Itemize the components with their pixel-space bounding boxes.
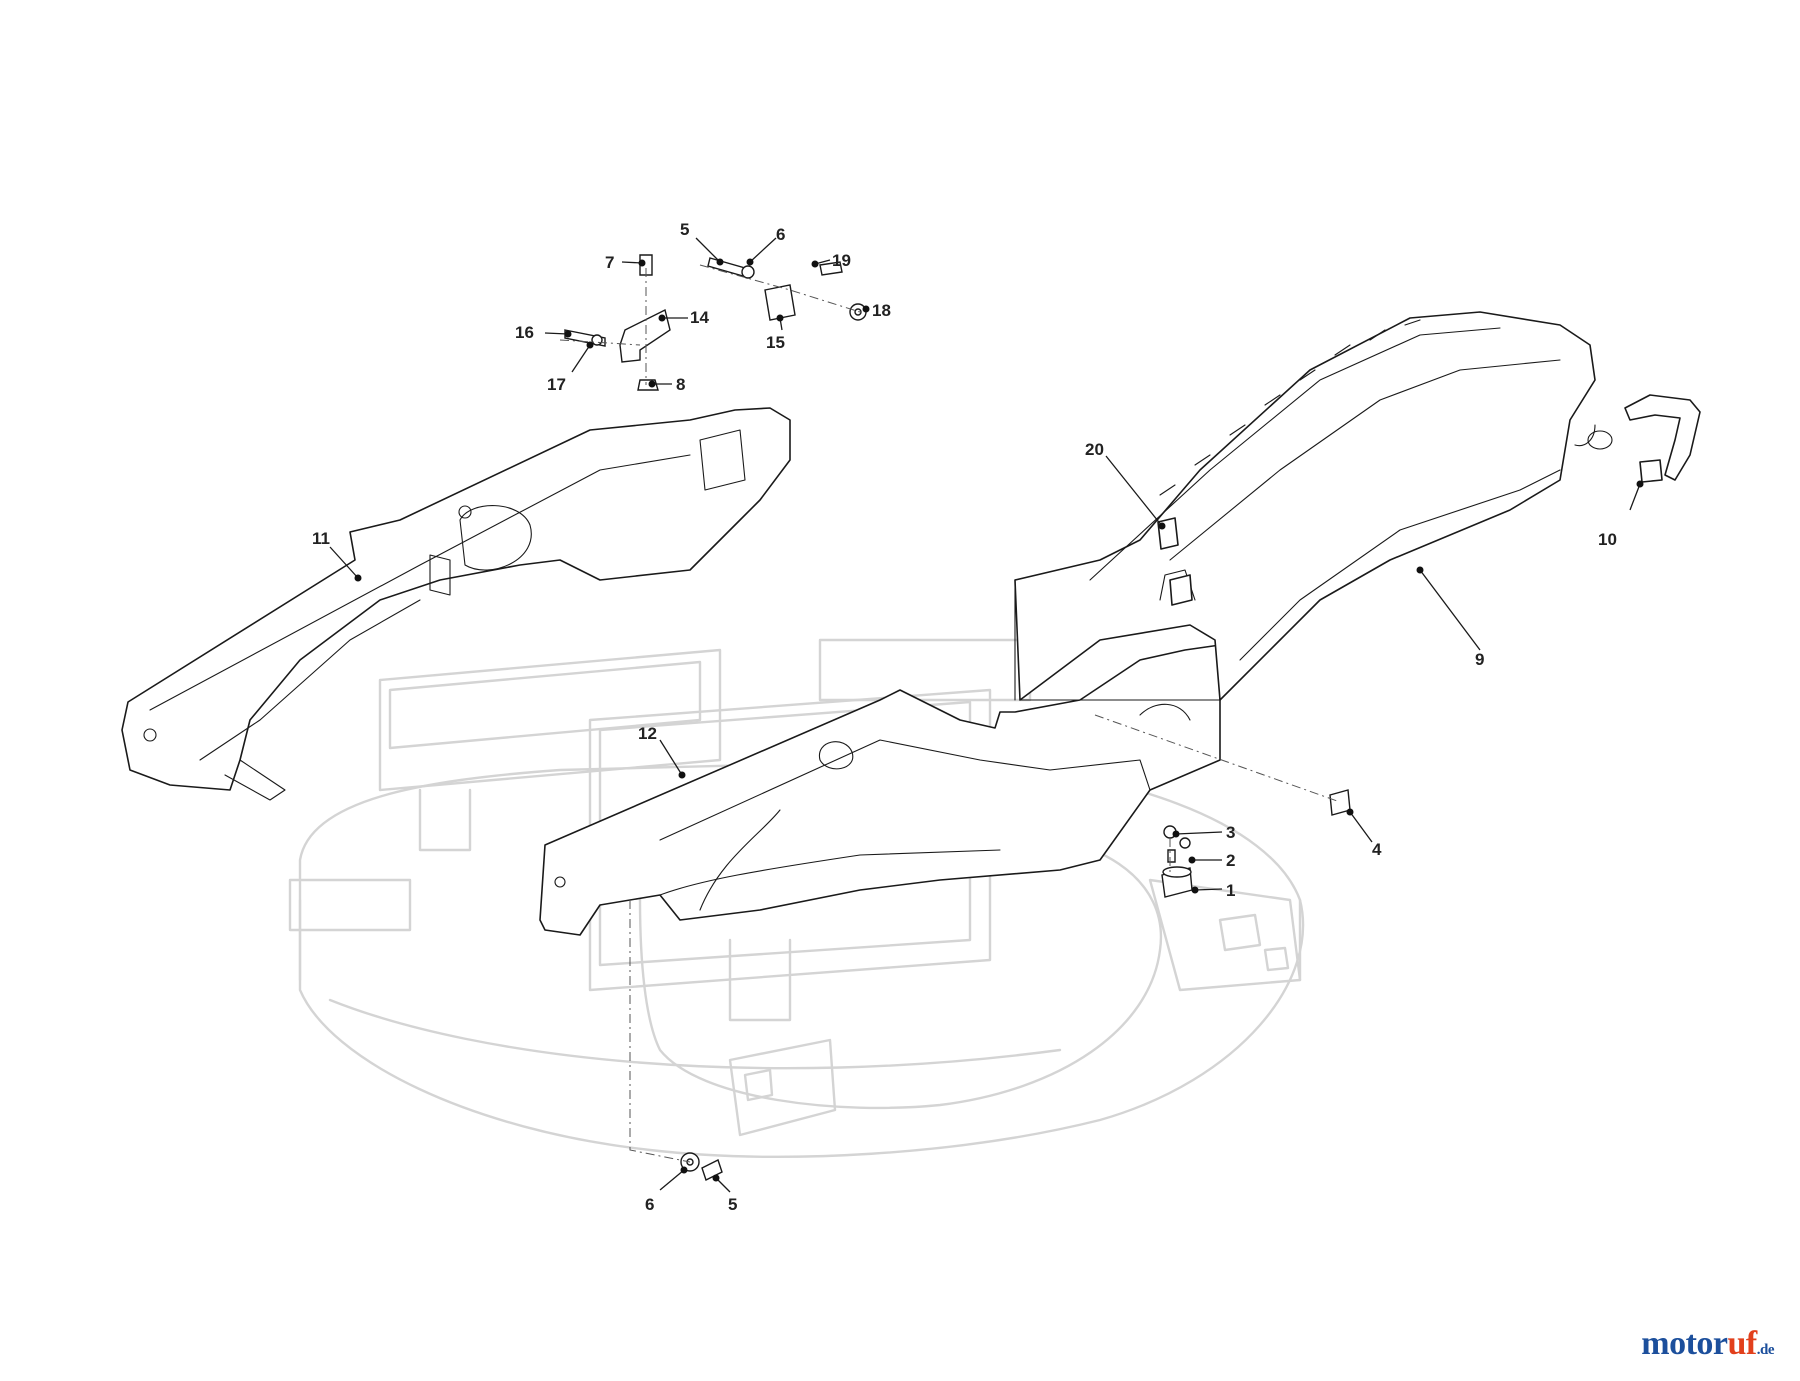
clip-20 bbox=[1157, 517, 1193, 606]
callout-6-bottom: 6 bbox=[645, 1195, 654, 1214]
callout-labels: 5 6 7 19 14 18 16 15 17 8 20 11 10 9 12 … bbox=[312, 220, 1617, 1214]
callout-2: 2 bbox=[1226, 851, 1235, 870]
callout-19: 19 bbox=[832, 251, 851, 270]
leader-lines bbox=[329, 237, 1644, 1193]
callout-8: 8 bbox=[676, 375, 685, 394]
hardware-parts bbox=[564, 254, 1351, 1181]
callout-18: 18 bbox=[872, 301, 891, 320]
callout-17: 17 bbox=[547, 375, 566, 394]
front-guard bbox=[539, 644, 1221, 936]
callout-20: 20 bbox=[1085, 440, 1104, 459]
callout-1: 1 bbox=[1226, 881, 1235, 900]
callout-14: 14 bbox=[690, 308, 709, 327]
callout-5-bottom: 5 bbox=[728, 1195, 737, 1214]
callout-7: 7 bbox=[605, 253, 614, 272]
callout-6-top: 6 bbox=[776, 225, 785, 244]
rear-chute bbox=[1014, 311, 1613, 701]
callout-16: 16 bbox=[515, 323, 534, 342]
callout-4: 4 bbox=[1372, 840, 1382, 859]
rear-bracket bbox=[1624, 394, 1701, 483]
callout-10: 10 bbox=[1598, 530, 1617, 549]
callout-12: 12 bbox=[638, 724, 657, 743]
callout-3: 3 bbox=[1226, 823, 1235, 842]
left-chute-guard bbox=[121, 407, 791, 801]
callout-5-top: 5 bbox=[680, 220, 689, 239]
callout-15: 15 bbox=[766, 333, 785, 352]
alignment-lines bbox=[559, 264, 1341, 1163]
callout-9: 9 bbox=[1475, 650, 1484, 669]
brand-logo: motoruf.de bbox=[1641, 1325, 1774, 1362]
callout-11: 11 bbox=[312, 529, 330, 548]
